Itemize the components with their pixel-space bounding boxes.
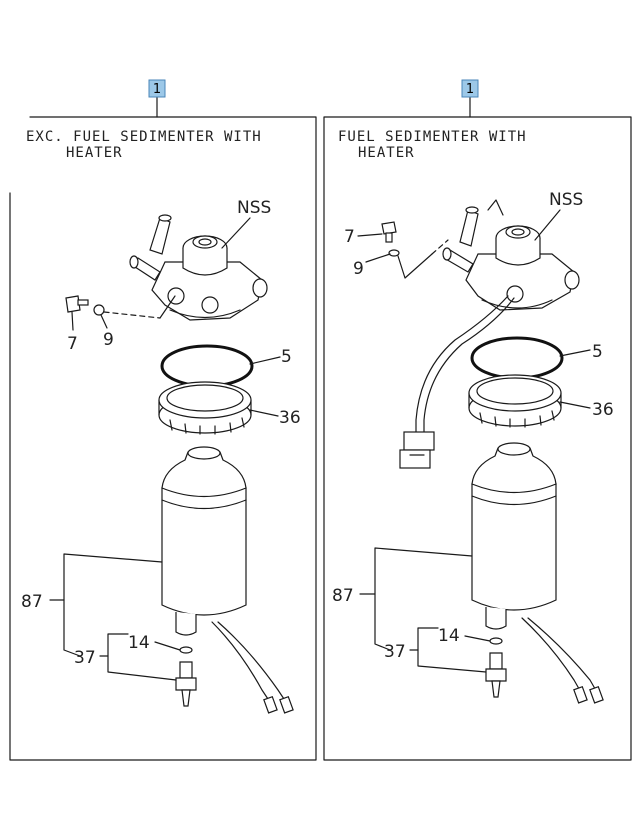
heater-wire-b <box>423 297 515 433</box>
label-14: 14 <box>128 633 150 653</box>
panel-title-line1: EXC. FUEL SEDIMENTER WITH <box>26 129 262 145</box>
panel-title-line2: HEATER <box>358 145 415 161</box>
label-7: 7 <box>67 334 78 354</box>
o-ring-14 <box>179 646 193 654</box>
index-badge-label: 1 <box>153 82 161 97</box>
leader-bolt-zigzag <box>397 253 433 279</box>
leader-7 <box>71 311 74 331</box>
sensor-wire-a <box>211 621 273 706</box>
leader-nss <box>221 217 251 249</box>
ring-nut-36 <box>158 381 252 435</box>
leader-14 <box>464 635 491 642</box>
panel-left-frame <box>9 116 317 761</box>
label-87: 87 <box>332 586 354 606</box>
leader-9 <box>365 253 391 263</box>
label-87: 87 <box>21 592 43 612</box>
sensor-wire-b <box>217 621 289 706</box>
label-36: 36 <box>592 400 614 420</box>
index-badge[interactable] <box>461 79 479 98</box>
label-nss: NSS <box>549 190 583 210</box>
bracket-87 <box>63 553 163 657</box>
label-5: 5 <box>281 347 292 367</box>
filter-head <box>129 214 268 321</box>
leader-5 <box>559 349 591 357</box>
label-5: 5 <box>592 342 603 362</box>
panel-right: 1 FUEL SEDIMENTER WITH HEATER NSS <box>323 79 632 761</box>
bolt-7 <box>381 221 397 243</box>
label-36: 36 <box>279 408 301 428</box>
label-14: 14 <box>438 626 460 646</box>
leader-36 <box>249 409 279 417</box>
wire-terminal-a <box>573 685 588 704</box>
label-nss: NSS <box>237 198 271 218</box>
label-7: 7 <box>344 227 355 247</box>
leader-bolt-dashed <box>103 311 161 319</box>
o-ring-5 <box>470 336 564 380</box>
label-9: 9 <box>103 330 114 350</box>
leader-7 <box>357 233 383 237</box>
filter-element-87 <box>471 442 557 630</box>
label-37: 37 <box>74 648 96 668</box>
leader-nss <box>534 209 561 241</box>
leader-bolt-to-head <box>159 295 176 319</box>
label-37: 37 <box>384 642 406 662</box>
bracket-37 <box>107 633 177 681</box>
wire-terminal-a <box>263 695 278 714</box>
bracket-37 <box>417 627 487 673</box>
filter-element-87 <box>161 446 247 636</box>
heater-wire-a <box>415 295 509 433</box>
panel-title-line2: HEATER <box>66 145 123 161</box>
sensor-wire-b <box>527 617 599 695</box>
panel-right-frame <box>323 116 632 761</box>
bolt-7 <box>65 295 89 313</box>
o-ring-14 <box>489 637 503 645</box>
index-badge[interactable] <box>148 79 166 98</box>
head-mark <box>487 199 504 216</box>
drain-plug-37 <box>485 652 507 698</box>
leader-9 <box>100 314 108 329</box>
leader-36 <box>559 401 591 409</box>
leader-14 <box>154 641 181 651</box>
leader-bolt-dashed <box>431 239 449 255</box>
panel-left: 1 EXC. FUEL SEDIMENTER WITH HEATER NSS <box>9 79 317 761</box>
filter-head <box>442 206 580 311</box>
heater-connector <box>399 431 435 469</box>
ring-nut-36 <box>468 374 562 428</box>
wire-terminal-b <box>279 695 294 714</box>
wire-terminal-b <box>589 685 604 704</box>
washer-9 <box>388 249 400 257</box>
index-badge-label: 1 <box>466 82 474 97</box>
washer-9 <box>93 304 105 316</box>
label-9: 9 <box>353 259 364 279</box>
panel-title-line1: FUEL SEDIMENTER WITH <box>338 129 527 145</box>
drain-plug-37 <box>175 661 197 707</box>
o-ring-5 <box>160 344 254 388</box>
sensor-wire-a <box>521 617 583 695</box>
leader-5 <box>249 356 281 365</box>
bracket-87 <box>374 547 473 651</box>
